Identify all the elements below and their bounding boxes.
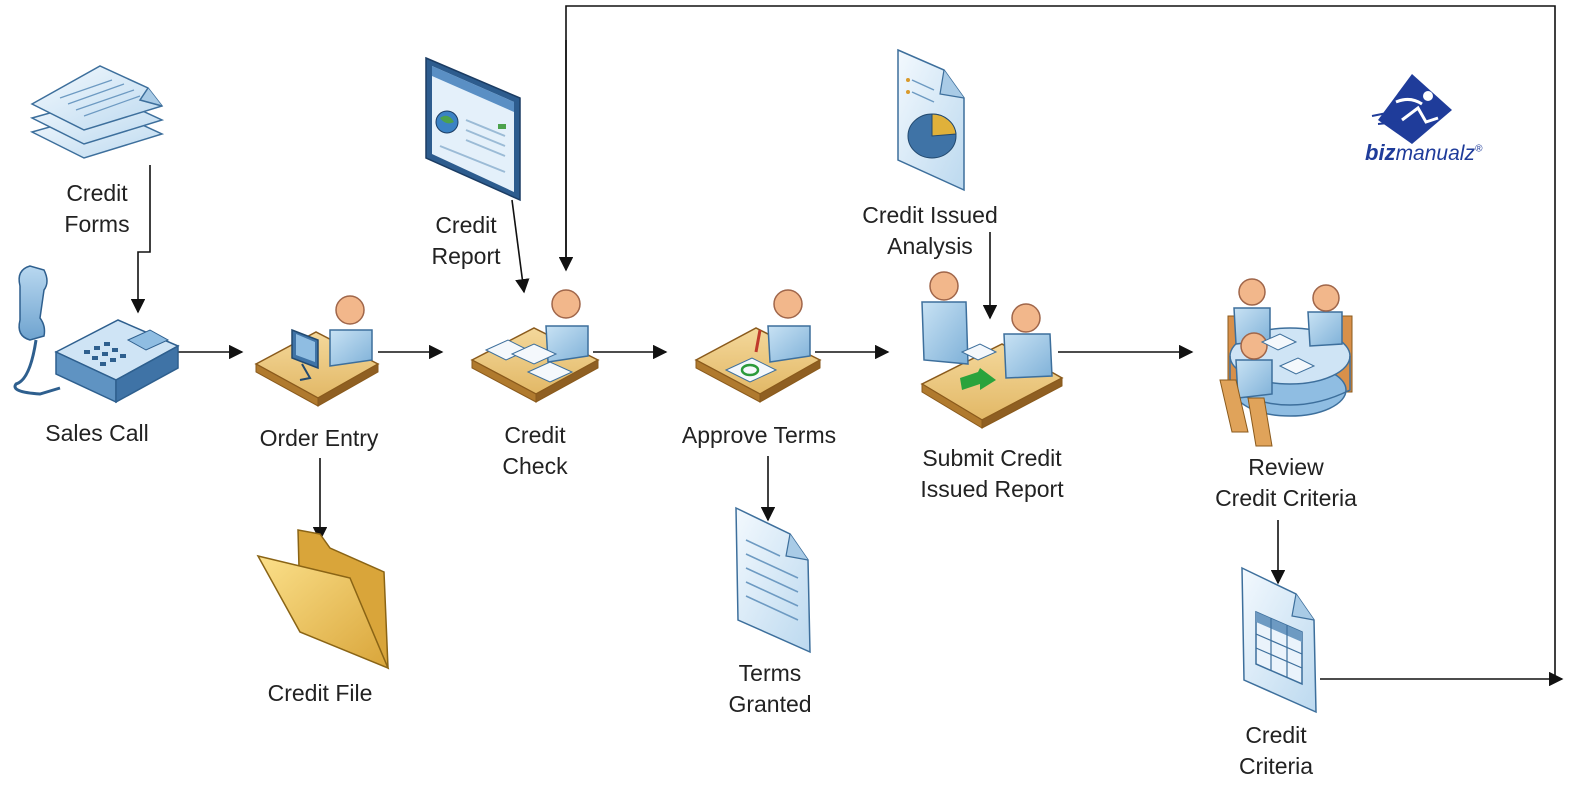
terms-granted-document-icon — [735, 506, 811, 654]
connectors — [130, 5, 1564, 687]
arrow-credit-forms-to-sales-call — [130, 165, 151, 314]
analysis-document-icon — [897, 48, 965, 192]
folder-icon — [256, 529, 390, 670]
label-terms-granted: Terms Granted — [728, 660, 812, 717]
label-credit-report: Credit Report — [431, 212, 501, 269]
label-credit-check: Credit Check — [502, 422, 568, 479]
criteria-document-icon — [1241, 566, 1317, 714]
label-order-entry: Order Entry — [259, 425, 379, 451]
bizmanualz-logo-mark — [1371, 74, 1452, 144]
label-approve-terms: Approve Terms — [681, 422, 837, 448]
logo-part-manualz: manualz — [1395, 142, 1475, 165]
label-review-credit-criteria: Review Credit Criteria — [1215, 454, 1357, 511]
credit-forms-icon — [29, 65, 165, 159]
credit-check-icon — [470, 289, 600, 403]
label-submit-credit-issued-report: Submit Credit Issued Report — [920, 445, 1064, 502]
approve-terms-icon — [694, 289, 822, 403]
order-entry-icon — [254, 295, 380, 407]
credit-report-screen-icon — [425, 56, 521, 202]
telephone-icon — [13, 265, 180, 404]
bizmanualz-logo-text: bizmanualz® — [1365, 140, 1482, 166]
review-meeting-icon — [1219, 278, 1353, 447]
label-credit-issued-analysis: Credit Issued Analysis — [862, 202, 998, 259]
logo-registered-mark: ® — [1474, 143, 1483, 155]
label-credit-file: Credit File — [267, 680, 373, 706]
logo-part-biz: biz — [1365, 140, 1396, 165]
label-credit-criteria: Credit Criteria — [1238, 722, 1314, 779]
submit-report-icon — [920, 271, 1064, 429]
label-credit-forms: Credit Forms — [64, 180, 130, 237]
label-sales-call: Sales Call — [45, 420, 149, 446]
arrow-credit-report-to-credit-check — [511, 199, 530, 294]
